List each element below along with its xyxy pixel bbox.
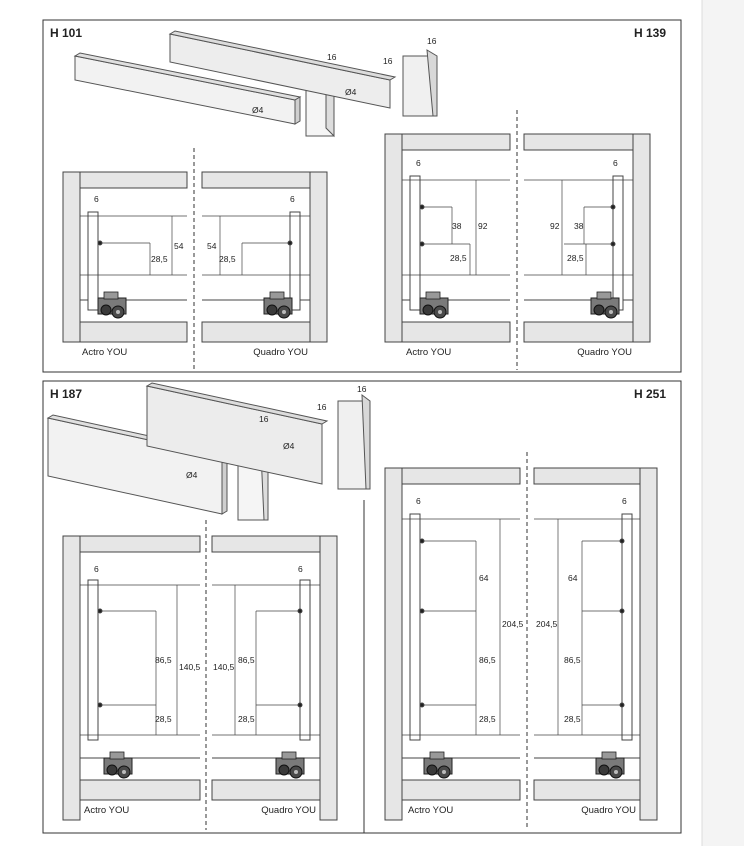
section-h101-actro <box>62 171 188 343</box>
dim-h187-hole: 28,5 <box>155 714 172 724</box>
front-panel-h101-iso <box>73 52 302 125</box>
dim-h139-height: 92 <box>478 221 488 231</box>
dim-h101-height-2: 54 <box>207 241 217 251</box>
dim-thick-6: 16 <box>259 414 269 424</box>
front-panel-h139-iso <box>168 30 397 109</box>
dim-offset: 6 <box>94 564 99 574</box>
section-h139-actro <box>384 133 511 343</box>
dim-h101-hole: 28,5 <box>151 254 168 264</box>
caption-quadro: Quadro YOU <box>261 805 316 816</box>
dim-hole-1: Ø4 <box>252 105 264 115</box>
dim-hole-3: Ø4 <box>186 470 198 480</box>
caption-actro: Actro YOU <box>84 805 129 816</box>
model-label-h251: H 251 <box>634 387 666 401</box>
section-h187-actro <box>62 535 201 821</box>
section-h251-quadro <box>533 467 658 821</box>
scrollbar-track[interactable] <box>702 0 744 846</box>
dim-h251-height: 204,5 <box>502 619 524 629</box>
section-h101-quadro <box>201 171 328 343</box>
dim-offset: 6 <box>298 564 303 574</box>
dim-h101-height: 54 <box>174 241 184 251</box>
caption-actro: Actro YOU <box>408 805 453 816</box>
dim-h251-hole: 28,5 <box>479 714 496 724</box>
dim-thick-4: 16 <box>427 36 437 46</box>
dim-h101-hole-2: 28,5 <box>219 254 236 264</box>
side-panel-h139-iso <box>402 49 438 117</box>
dim-offset: 6 <box>613 158 618 168</box>
caption-quadro: Quadro YOU <box>253 347 308 358</box>
dim-h187-height-2: 140,5 <box>213 662 235 672</box>
caption-quadro: Quadro YOU <box>581 805 636 816</box>
dim-h251-spacing: 86,5 <box>479 655 496 665</box>
front-panel-h251-iso <box>145 382 329 485</box>
caption-quadro: Quadro YOU <box>577 347 632 358</box>
dim-thick-7: 16 <box>317 402 327 412</box>
dim-offset: 6 <box>94 194 99 204</box>
side-panel-h251-iso <box>337 393 371 490</box>
dim-h251-spacing-2: 86,5 <box>564 655 581 665</box>
dim-h187-spacing-2: 86,5 <box>238 655 255 665</box>
dim-offset: 6 <box>416 496 421 506</box>
dim-h187-hole-2: 28,5 <box>238 714 255 724</box>
model-label-h187: H 187 <box>50 387 82 401</box>
dim-thick-3: 16 <box>383 56 393 66</box>
dim-h139-hole: 28,5 <box>450 253 467 263</box>
dim-h139-hole-2: 28,5 <box>567 253 584 263</box>
model-label-h139: H 139 <box>634 26 666 40</box>
section-h187-quadro <box>211 535 338 821</box>
dim-thick-8: 16 <box>357 384 367 394</box>
model-label-h101: H 101 <box>50 26 82 40</box>
dim-offset: 6 <box>622 496 627 506</box>
dim-offset: 6 <box>290 194 295 204</box>
dim-h251-hole-2: 28,5 <box>564 714 581 724</box>
dim-h187-spacing: 86,5 <box>155 655 172 665</box>
dim-h251-height-2: 204,5 <box>536 619 558 629</box>
caption-actro: Actro YOU <box>406 347 451 358</box>
section-h139-quadro <box>523 133 651 343</box>
dim-hole-4: Ø4 <box>283 441 295 451</box>
dim-hole-2: Ø4 <box>345 87 357 97</box>
dim-offset: 6 <box>416 158 421 168</box>
caption-actro: Actro YOU <box>82 347 127 358</box>
dim-h139-spacing-2: 38 <box>574 221 584 231</box>
dim-thick-2: 16 <box>327 52 337 62</box>
section-h251-actro <box>384 467 521 821</box>
dim-h139-spacing: 38 <box>452 221 462 231</box>
dim-h251-top: 64 <box>479 573 489 583</box>
dim-h251-top-2: 64 <box>568 573 578 583</box>
dim-h187-height: 140,5 <box>179 662 201 672</box>
dim-h139-height-2: 92 <box>550 221 560 231</box>
